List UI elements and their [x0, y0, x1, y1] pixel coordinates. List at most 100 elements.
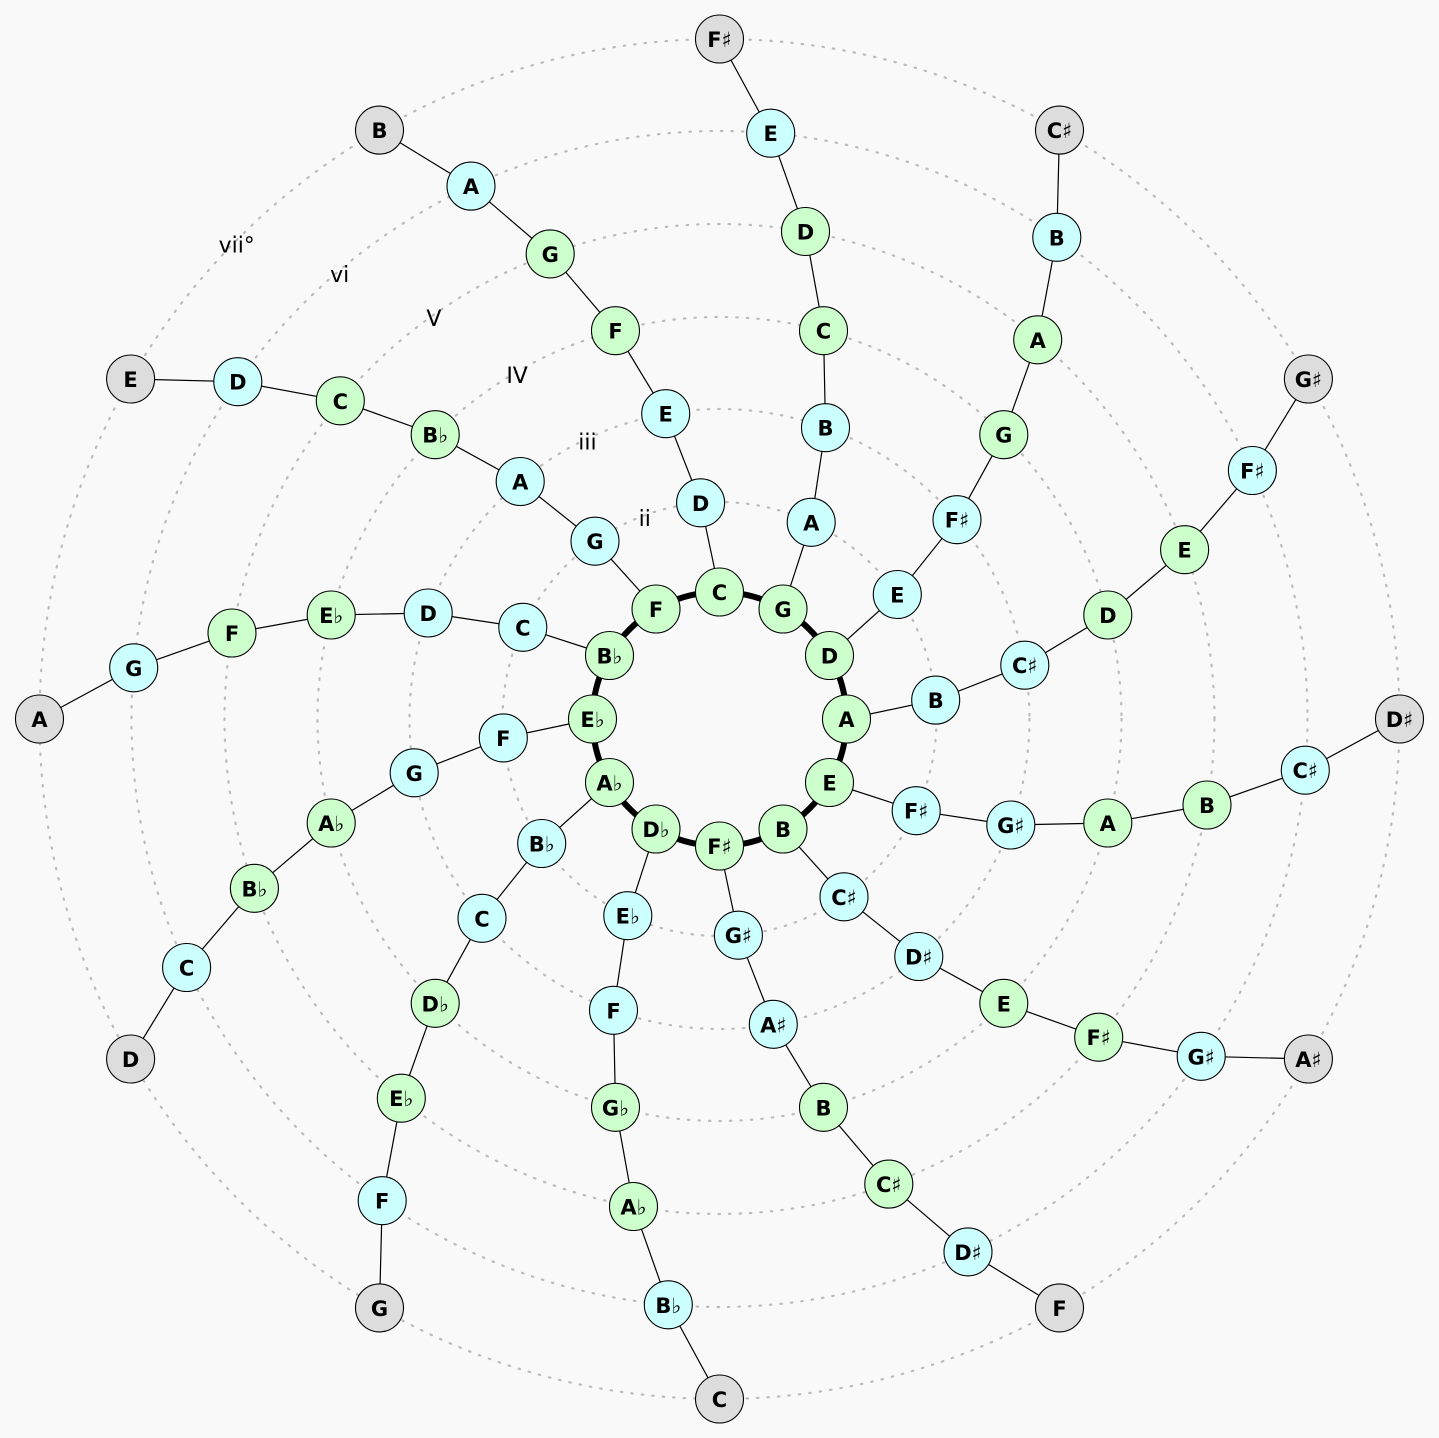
note-node-9-2-label: G	[406, 762, 423, 786]
note-node-8-5: F	[357, 1176, 407, 1226]
note-node-9-5: C	[162, 942, 212, 993]
note-node-9-6: D	[106, 1034, 156, 1084]
note-node-8-6: G	[354, 1283, 405, 1333]
tonic-node-3-label: A	[838, 708, 855, 732]
note-node-6-6-circle	[1034, 1283, 1085, 1333]
note-node-3-4: E	[1160, 525, 1210, 575]
note-node-2-3-label: G	[995, 424, 1012, 448]
note-node-6-1-label: G♯	[725, 924, 752, 948]
note-node-10-6-circle	[14, 694, 65, 744]
degree-label-4: vi	[330, 263, 349, 288]
note-node-11-5-circle	[213, 357, 263, 407]
note-node-1-2-circle	[800, 403, 851, 453]
note-node-2-2-circle	[932, 495, 982, 545]
note-node-11-2-circle	[495, 456, 545, 507]
tonic-node-3: A	[821, 694, 872, 744]
note-node-1-3-label: C	[816, 320, 831, 344]
note-node-0-2-circle	[641, 389, 691, 439]
tonic-node-6-label: F♯	[707, 835, 732, 859]
note-node-3-5-circle	[1227, 445, 1277, 496]
note-node-7-4: A♭	[608, 1181, 659, 1232]
note-node-10-2-circle	[403, 588, 453, 638]
note-node-0-4-label: G	[542, 243, 559, 267]
note-node-3-5-label: F♯	[1240, 460, 1265, 484]
note-node-4-2: G♯	[986, 800, 1036, 850]
note-node-1-4: D	[780, 206, 831, 257]
note-node-4-2-label: G♯	[997, 814, 1024, 838]
note-node-4-1-circle	[891, 786, 941, 836]
note-node-6-5: D♯	[943, 1227, 993, 1277]
note-node-11-3-label: B♭	[422, 424, 448, 448]
note-node-5-5: G♯	[1176, 1031, 1226, 1081]
tonic-node-5-label: B	[775, 818, 791, 842]
note-node-8-1-circle	[517, 818, 567, 869]
spoke-line-8	[378, 782, 610, 1308]
note-node-3-3-circle	[1083, 590, 1133, 640]
note-node-10-6-label: A	[31, 708, 48, 732]
spoke-line-5	[782, 828, 1309, 1060]
note-node-10-5: G	[109, 643, 159, 693]
note-node-3-6: G♯	[1283, 354, 1333, 404]
note-node-10-1-circle	[498, 602, 548, 652]
note-node-3-3-label: D	[1099, 604, 1116, 628]
note-node-8-2-label: C	[474, 907, 489, 931]
note-node-1-1-circle	[786, 497, 836, 547]
note-node-11-5-label: D	[229, 371, 246, 395]
note-node-3-6-circle	[1283, 354, 1333, 404]
note-node-11-6-circle	[106, 354, 156, 404]
note-node-1-2: B	[800, 403, 851, 453]
note-node-0-4: G	[525, 229, 575, 279]
spoke-line-3	[846, 378, 1309, 720]
note-node-9-5-circle	[162, 942, 212, 993]
note-node-4-1-label: F♯	[904, 800, 929, 824]
note-node-8-6-circle	[354, 1283, 405, 1333]
note-node-8-1-label: B♭	[529, 833, 555, 857]
note-node-2-4: A	[1013, 315, 1063, 365]
note-node-1-5: E	[746, 108, 796, 158]
tonic-node-2: D	[804, 630, 855, 681]
note-node-5-4-label: F♯	[1086, 1026, 1111, 1050]
note-node-11-6: E	[106, 354, 156, 404]
note-node-2-5-circle	[1032, 212, 1082, 262]
note-node-1-5-label: E	[764, 122, 778, 146]
note-node-4-5: C♯	[1280, 745, 1330, 795]
note-node-6-4-label: C♯	[876, 1173, 902, 1197]
note-node-5-5-circle	[1176, 1031, 1226, 1081]
note-node-6-6-label: F	[1052, 1297, 1066, 1321]
note-node-6-1: G♯	[713, 910, 763, 960]
note-node-0-6-label: B	[371, 119, 387, 143]
tonic-node-6-circle	[694, 821, 745, 871]
note-node-7-4-circle	[608, 1181, 659, 1232]
note-node-2-5: B	[1032, 212, 1082, 262]
note-node-1-3: C	[798, 306, 849, 356]
note-node-2-6-label: C♯	[1047, 119, 1073, 143]
tonic-node-4-label: E	[822, 772, 836, 796]
note-node-7-6-label: C	[712, 1388, 727, 1412]
note-node-9-1-label: F	[496, 727, 510, 751]
tonic-node-11-circle	[631, 584, 681, 634]
note-node-5-6-label: A♯	[1295, 1048, 1321, 1072]
note-node-8-5-circle	[357, 1176, 407, 1226]
note-node-10-2-label: D	[419, 602, 436, 626]
note-node-2-1-circle	[872, 569, 922, 620]
note-node-11-4: C	[315, 376, 365, 426]
degree-label-1: iii	[578, 431, 596, 456]
degree-ring-4	[316, 315, 1123, 1123]
note-node-0-5-label: A	[463, 175, 480, 199]
tonic-node-11: F	[631, 584, 681, 634]
note-node-11-4-circle	[315, 376, 365, 426]
note-node-3-4-circle	[1160, 525, 1210, 575]
tonic-node-9: E♭	[567, 694, 618, 744]
tonic-circle	[589, 589, 850, 849]
note-node-3-1-circle	[911, 675, 961, 725]
note-node-6-4-circle	[864, 1159, 914, 1209]
note-node-0-1-label: D	[692, 492, 709, 516]
note-node-8-4-circle	[376, 1073, 426, 1123]
note-node-10-1-label: C	[515, 616, 530, 640]
note-node-7-1: E♭	[603, 891, 653, 941]
note-node-6-2-circle	[748, 999, 798, 1049]
note-node-2-3: G	[979, 410, 1029, 460]
note-node-11-4-label: C	[333, 390, 348, 414]
note-node-11-3-circle	[410, 410, 460, 460]
